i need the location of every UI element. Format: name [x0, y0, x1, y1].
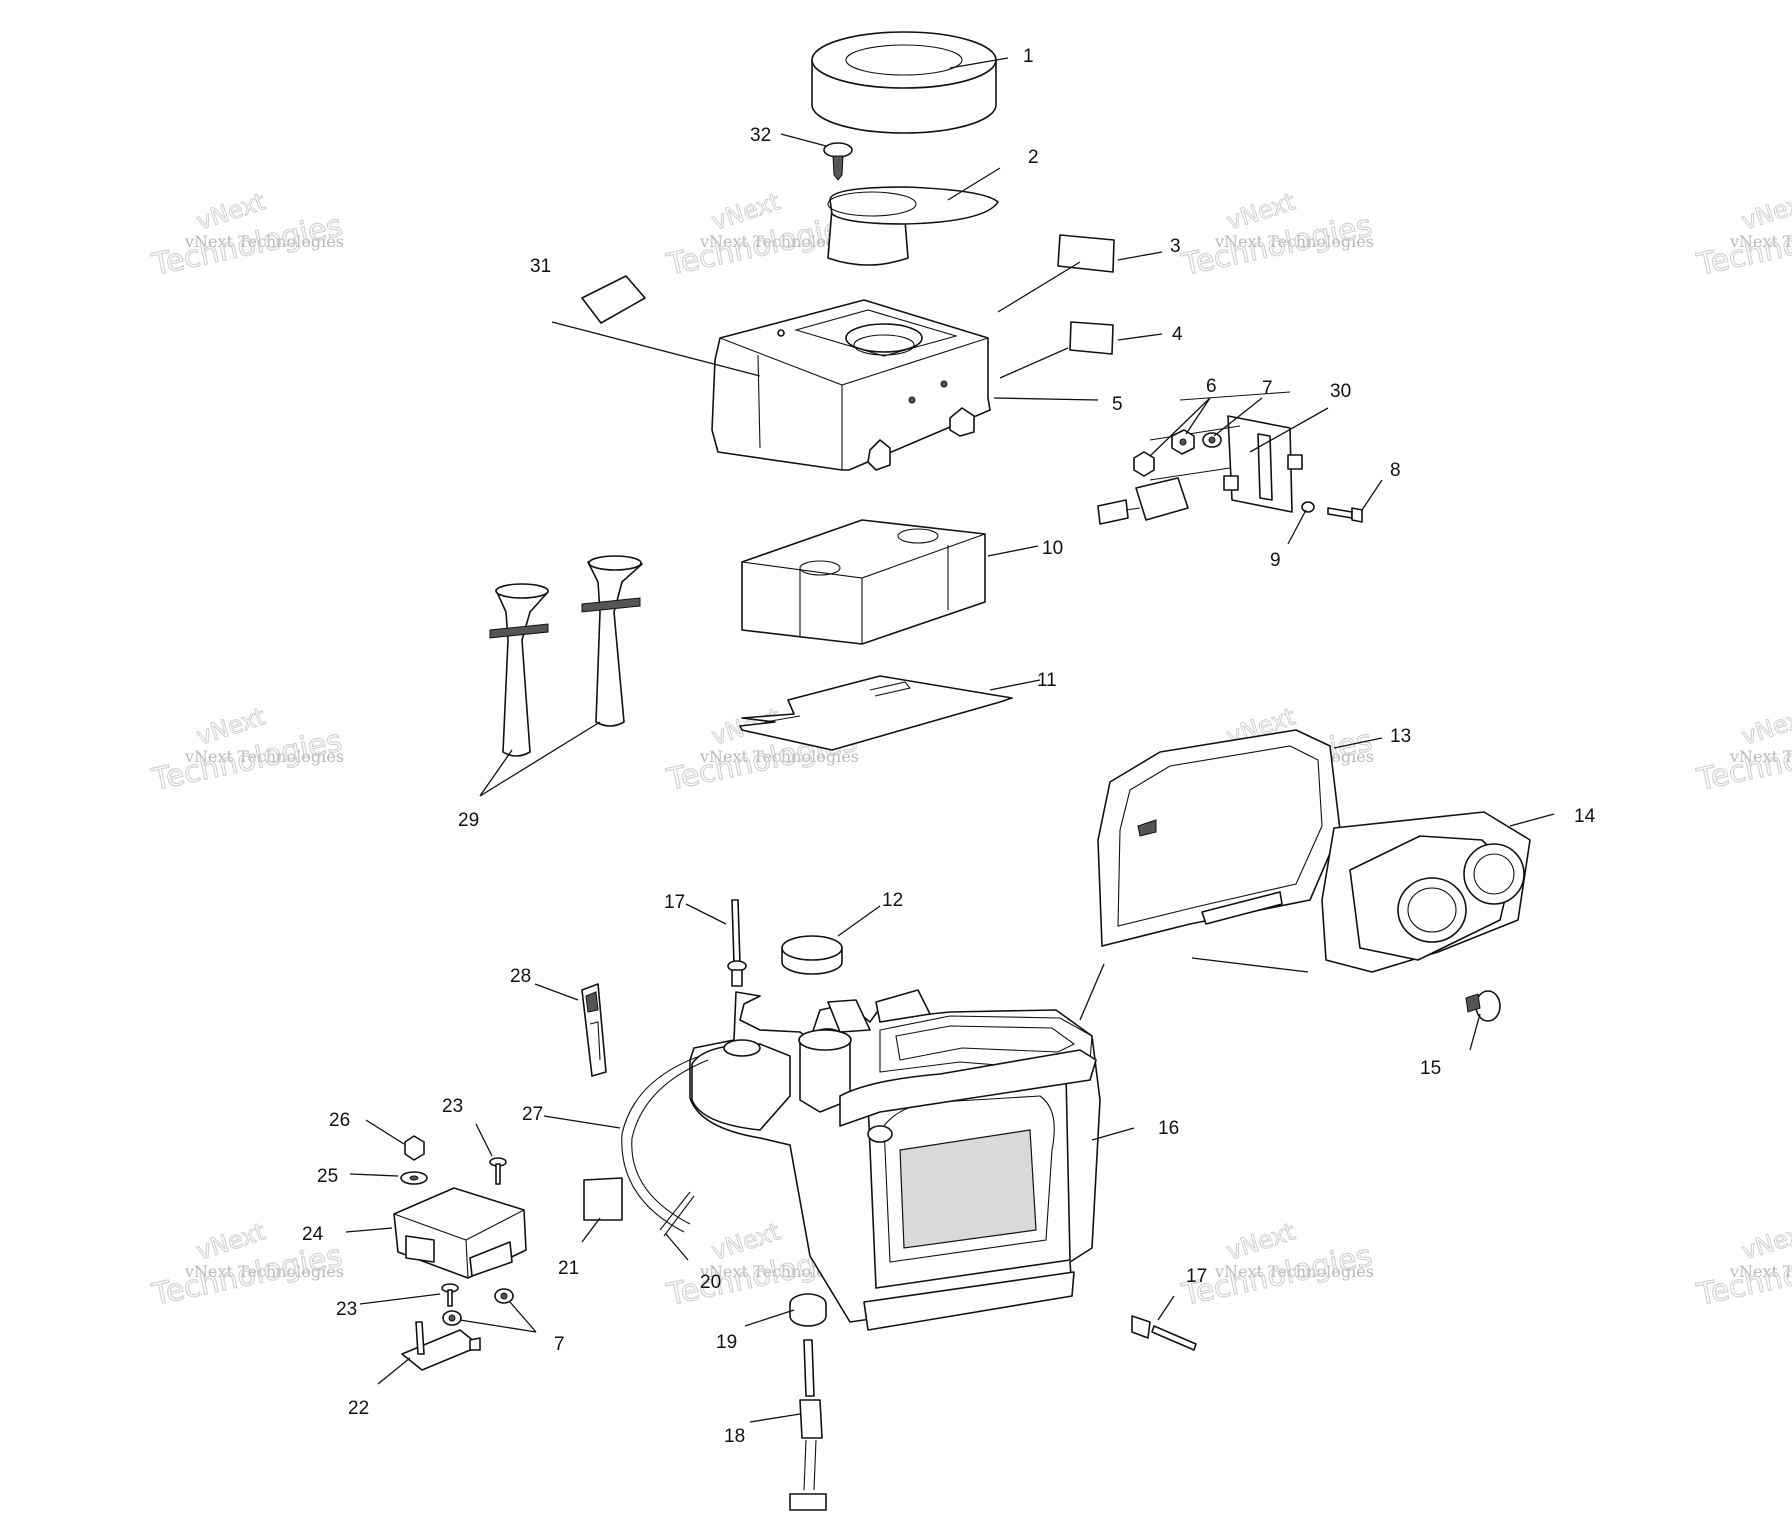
part-7-washer-lower: [442, 1288, 514, 1326]
part-6-nut: [1171, 429, 1195, 455]
part-30-bracket-assembly: [1149, 391, 1303, 513]
part-2-intake-adapter: [827, 186, 999, 266]
watermark-brand-line: vNext Technologies: [699, 747, 859, 766]
callout-24: 24: [302, 1224, 324, 1245]
part-9-washer: [1301, 501, 1315, 513]
callout-12: 12: [882, 890, 903, 911]
callout-19: 19: [716, 1332, 737, 1353]
callout-28: 28: [510, 966, 531, 987]
part-28-strap: [581, 983, 607, 1077]
part-15-push-rivet: [1465, 990, 1501, 1022]
part-10-filter-element: [741, 519, 986, 645]
watermark: vNext vNext Technologies Technologies: [1178, 187, 1376, 284]
part-21-decal: [583, 1177, 623, 1221]
watermark: vNext vNext Technologies Technologies: [1693, 702, 1792, 799]
callout-22: 22: [348, 1398, 369, 1419]
part-8-bolt: [1327, 507, 1363, 523]
part-4-decal: [1069, 321, 1114, 355]
callout-3: 3: [1170, 236, 1181, 257]
part-12-cap: [781, 935, 843, 975]
callout-32: 32: [750, 125, 771, 146]
callout-23-lower: 23: [336, 1299, 357, 1320]
part-25-washer: [400, 1171, 428, 1185]
part-23-screw-lower: [441, 1283, 459, 1307]
callout-25: 25: [317, 1166, 338, 1187]
callout-10: 10: [1042, 538, 1063, 559]
part-22-bracket: [401, 1321, 481, 1371]
watermark: vNext vNext Technologies Technologies: [148, 702, 346, 799]
callout-29: 29: [458, 810, 479, 831]
callout-8: 8: [1390, 460, 1401, 481]
part-1-foam-ring: [811, 31, 997, 134]
part-19-grommet: [789, 1293, 827, 1327]
callout-9: 9: [1270, 550, 1281, 571]
part-17-screw-upper: [727, 899, 747, 987]
callout-20: 20: [700, 1272, 721, 1293]
part-7-washer: [1202, 432, 1222, 448]
part-27-hose: [621, 1055, 709, 1233]
part-26-nut: [404, 1135, 425, 1161]
watermark: vNext vNext Technologies Technologies: [1693, 187, 1792, 284]
watermark-brand-line: vNext Technologies: [1729, 747, 1792, 766]
part-connector-block: [1097, 477, 1189, 525]
callout-7-lower: 7: [554, 1334, 565, 1355]
watermark: vNext vNext Technologies Technologies: [1178, 1217, 1376, 1314]
callout-26: 26: [329, 1110, 350, 1131]
part-3-decal: [1057, 234, 1115, 273]
callout-6: 6: [1206, 376, 1217, 397]
callout-2: 2: [1028, 147, 1039, 168]
part-17-screw-lower: [1131, 1315, 1197, 1351]
watermark-brand-line: vNext Technologies: [184, 747, 344, 766]
part-29-velocity-stack-left: [489, 583, 549, 757]
callout-5: 5: [1112, 394, 1123, 415]
callout-30: 30: [1330, 381, 1351, 402]
leader-lines: [345, 57, 1555, 1423]
callout-4: 4: [1172, 324, 1183, 345]
watermark-brand-top: vNext: [1738, 1217, 1792, 1265]
part-16-airbox-base: [689, 989, 1101, 1331]
callout-17-upper: 17: [664, 892, 685, 913]
watermark: vNext vNext Technologies Technologies: [148, 187, 346, 284]
callout-27: 27: [522, 1104, 543, 1125]
part-18-drain-tube: [789, 1339, 827, 1511]
watermark-brand-line: vNext Technologies: [1729, 1262, 1792, 1281]
part-31-decal: [581, 275, 646, 324]
watermark-brand-line: vNext Technologies: [1729, 232, 1792, 251]
part-24-module: [393, 1187, 527, 1279]
watermark: vNext vNext Technologies Technologies: [1693, 1217, 1792, 1314]
watermark-brand-line: vNext Technologies: [184, 1262, 344, 1281]
callout-17-lower: 17: [1186, 1266, 1207, 1287]
callout-15: 15: [1420, 1058, 1441, 1079]
watermark-brand-line: vNext Technologies: [699, 232, 859, 251]
callout-18: 18: [724, 1426, 745, 1447]
part-29-velocity-stack-right: [581, 555, 643, 727]
callout-1: 1: [1023, 46, 1034, 67]
callout-14: 14: [1574, 806, 1596, 827]
watermark-brand-top: vNext: [1738, 702, 1792, 750]
callout-21: 21: [558, 1258, 579, 1279]
watermark-brand-line: vNext Technologies: [1214, 232, 1374, 251]
watermark-brand-line: vNext Technologies: [184, 232, 344, 251]
watermark-brand-top: vNext: [1738, 187, 1792, 235]
part-11-plate: [739, 675, 1013, 751]
part-32-push-rivet: [823, 142, 853, 181]
watermark-brand-line: vNext Technologies: [1214, 1262, 1374, 1281]
callout-13: 13: [1390, 726, 1411, 747]
callout-16: 16: [1158, 1118, 1179, 1139]
part-6-nut-lower: [1133, 451, 1155, 477]
part-23-screw-upper: [489, 1157, 507, 1185]
callout-7-upper: 7: [1262, 378, 1273, 399]
part-14-duct: [1321, 811, 1531, 973]
part-5-airbox-lid: [711, 299, 991, 471]
callout-11: 11: [1037, 670, 1057, 691]
part-13-gasket: [1097, 729, 1341, 947]
callout-31: 31: [530, 256, 551, 277]
callout-23-upper: 23: [442, 1096, 463, 1117]
part-20-clamp: [659, 1191, 695, 1237]
callout-labels: 1 32 2 3 31 4 5 6 7 30 8 9 10 11 29 13 1…: [302, 46, 1596, 1447]
